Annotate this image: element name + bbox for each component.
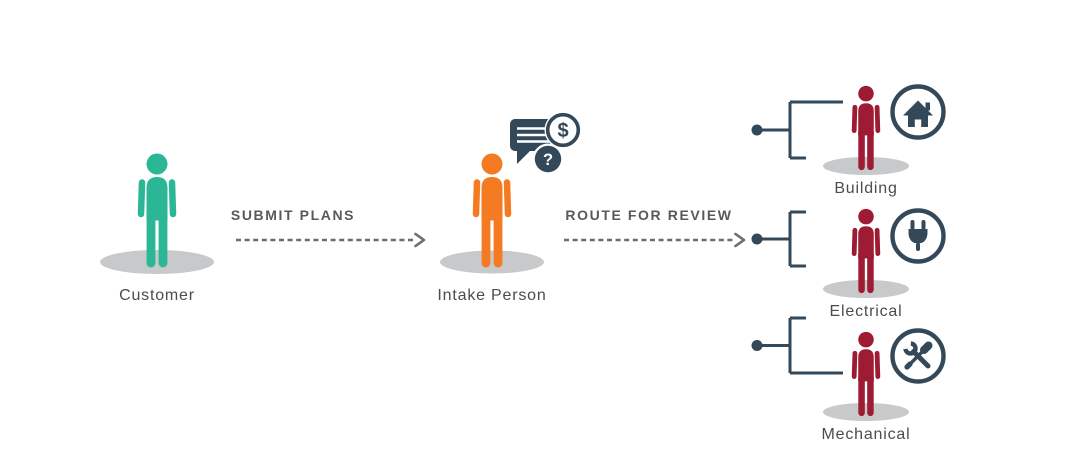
submit-plans-label: SUBMIT PLANS (230, 207, 356, 223)
chat-bubble-icon (510, 119, 555, 164)
svg-text:?: ? (543, 151, 553, 169)
mechanical-label: Mechanical (821, 426, 911, 443)
route-for-review-label: ROUTE FOR REVIEW (565, 207, 733, 223)
route-for-review-arrow (564, 232, 746, 248)
plug-icon (890, 208, 946, 264)
intake-person-label: Intake Person (437, 287, 547, 304)
electrical-connector (751, 210, 806, 268)
electrical-shadow (823, 280, 909, 298)
electrical-person-icon (854, 209, 878, 290)
mechanical-shadow (823, 403, 909, 421)
tools-icon (890, 328, 946, 384)
customer-person-icon (141, 154, 173, 264)
house-icon (890, 84, 946, 140)
intake-shadow (440, 250, 544, 274)
customer-label: Customer (119, 287, 195, 304)
intake-person-icon (476, 154, 508, 264)
electrical-label: Electrical (829, 303, 903, 320)
customer-shadow (100, 250, 214, 274)
question-icon: ? (532, 143, 564, 175)
building-connector (751, 100, 843, 160)
inquiry-icon-cluster: $ ? (510, 111, 582, 175)
svg-text:$: $ (557, 120, 568, 142)
submit-plans-arrow (236, 232, 426, 248)
mechanical-person-icon (854, 332, 878, 413)
dollar-icon: $ (544, 111, 582, 149)
building-shadow (823, 157, 909, 175)
building-label: Building (834, 180, 898, 197)
building-person-icon (854, 86, 878, 167)
mechanical-connector (751, 316, 843, 375)
